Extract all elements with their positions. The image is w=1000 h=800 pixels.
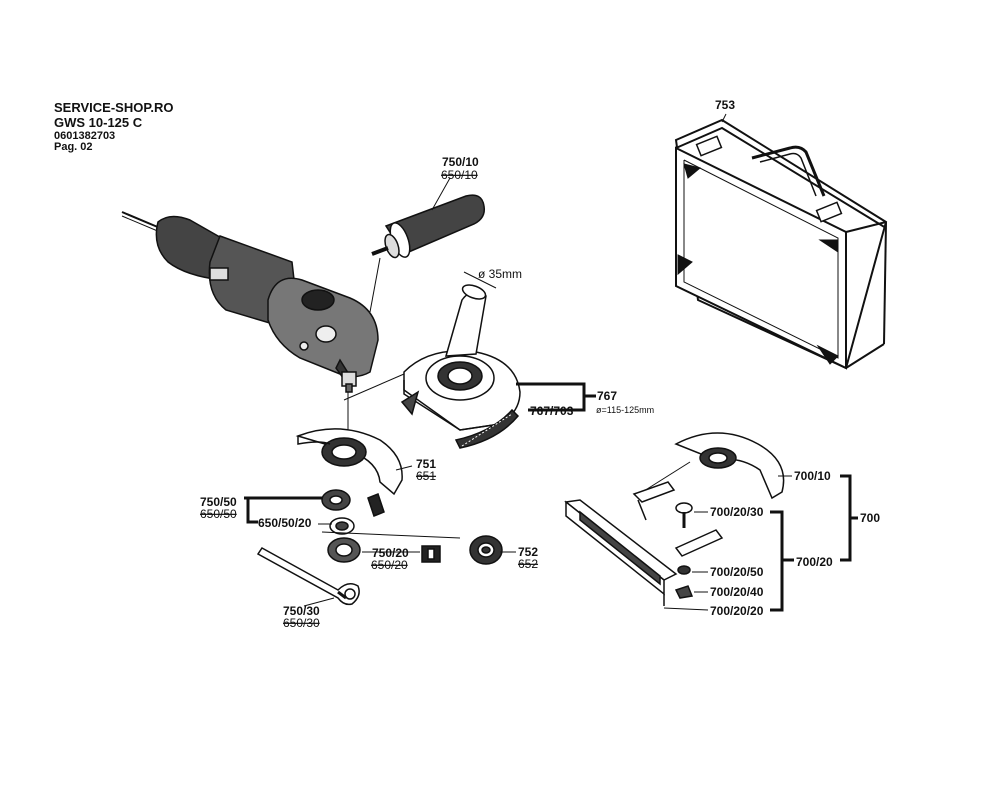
leader-750-10 (431, 177, 451, 211)
header-block: SERVICE-SHOP.RO GWS 10-125 C 0601382703 … (54, 101, 173, 153)
callout-650-10: 650/10 (441, 168, 478, 182)
cutting-guard-700-10 (676, 433, 784, 498)
callout-700-20-30: 700/20/30 (710, 505, 764, 519)
callout-700-10: 700/10 (794, 469, 831, 483)
axis-guard-link (343, 373, 405, 401)
quick-clamping-nut (470, 536, 502, 564)
leaders-700-group (663, 511, 709, 611)
callout-700: 700 (860, 511, 880, 525)
callout-767: 767 (597, 389, 617, 403)
label-diameter-range: ø=115-125mm (596, 405, 654, 415)
callout-650-50: 650/50 (200, 507, 237, 521)
callout-652: 652 (518, 557, 538, 571)
model-name: GWS 10-125 C (54, 115, 143, 130)
callout-650-30: 650/30 (283, 616, 320, 630)
bracket-750-50 (244, 496, 322, 524)
callout-651: 651 (416, 469, 436, 483)
callout-750-50: 750/50 (200, 495, 237, 509)
bracket-700-20 (770, 510, 784, 612)
protection-guard (298, 429, 402, 494)
extraction-guard (402, 282, 520, 448)
leader-750-10-to-grinder (369, 257, 381, 313)
leader-diameter-35 (463, 271, 497, 289)
cutting-guide-base (566, 482, 722, 606)
clamping-nut (328, 538, 440, 562)
callout-751: 751 (416, 457, 436, 471)
leader-750-30 (303, 597, 335, 607)
callout-650-20: 650/20 (371, 558, 408, 572)
callout-767-703: 767/703 (530, 404, 574, 418)
shop-name: SERVICE-SHOP.RO (54, 100, 174, 115)
carrying-case (676, 120, 886, 368)
callout-750-20: 750/20 (372, 546, 409, 560)
callout-700-20-20: 700/20/20 (710, 604, 764, 618)
angle-grinder (122, 212, 378, 392)
guide-screws (676, 503, 692, 598)
callout-752: 752 (518, 545, 538, 559)
callout-700-20-40: 700/20/40 (710, 585, 764, 599)
label-diameter-35: ø 35mm (478, 267, 522, 281)
leader-751 (395, 465, 413, 471)
callout-650-50-20: 650/50/20 (258, 516, 312, 530)
leader-753 (721, 113, 727, 123)
callout-750-30: 750/30 (283, 604, 320, 618)
axis-lower (321, 531, 461, 539)
bracket-700 (840, 474, 852, 562)
callout-750-10: 750/10 (442, 155, 479, 169)
callout-700-20-50: 700/20/50 (710, 565, 764, 579)
callout-753: 753 (715, 98, 735, 112)
part-number: 0601382703 (54, 130, 116, 142)
page-number: Pag. 02 (54, 141, 93, 153)
callout-700-20: 700/20 (796, 555, 833, 569)
two-pin-spanner (258, 548, 359, 604)
side-handle (372, 195, 484, 260)
mounting-flange (322, 490, 384, 534)
